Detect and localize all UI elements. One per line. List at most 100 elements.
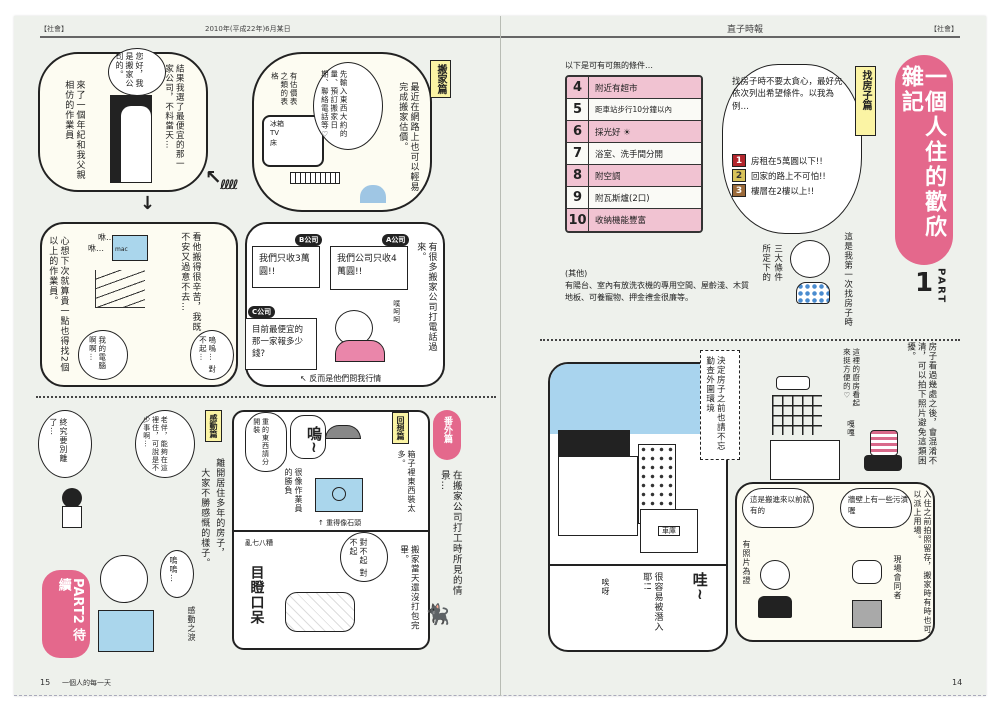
- door-speech-bubble: [108, 48, 166, 96]
- striped-shirt-illustration: [870, 430, 898, 456]
- caption-three-conditions: 三大條件: [772, 244, 783, 282]
- computer-lament-text: 我的電腦 啊啊…: [88, 336, 107, 370]
- narrator-girl-face: [790, 240, 830, 278]
- exterior-note-box: [700, 350, 740, 460]
- polka-dot-skirt-illustration: [796, 282, 830, 304]
- conditions-intro-text: 找房子時不要太貪心，最好先依次列出希望條件。以我為例…: [732, 77, 843, 112]
- sfx-whoosh-2: 咻…: [88, 244, 104, 253]
- cry-bubble: [160, 550, 194, 598]
- screen-label: 有估價表之類的表格: [270, 72, 299, 106]
- sfx-whoosh: 咻…: [98, 233, 114, 242]
- panel3-caption: ↖ 反而是他們問我行情: [300, 374, 382, 383]
- left-header-rule: [40, 36, 500, 38]
- company-a-bubble: 我們公司只收4萬圓!!: [330, 246, 408, 290]
- left-page-number: 15: [40, 678, 51, 687]
- man-trousers-illustration: [852, 600, 882, 628]
- farewell-text: 終究要別離了…: [49, 418, 68, 463]
- pink-shirt-illustration: [335, 340, 385, 362]
- panel5-narration-1: 離開居住多年的房子，: [214, 458, 225, 558]
- inspection-narration: 入住之前拍照留存，搬家時有時也可以派上用場。: [913, 490, 932, 634]
- newspaper-name: 直子時報: [727, 25, 764, 35]
- left-section-tag: 【社會】: [40, 25, 68, 33]
- part-number: 1: [915, 268, 934, 298]
- series-title: 一個人住的歡欣雜記: [895, 55, 953, 265]
- tears-caption: 感動之淚: [187, 606, 196, 642]
- panel3-narration: 有很多搬家公司打電話過來。: [415, 242, 437, 352]
- house-hunting-section-tag: 找房子篇: [855, 66, 876, 136]
- stairs-illustration: [95, 270, 145, 308]
- sorry-text: 嗚嗚… 對不起…: [198, 336, 217, 374]
- black-skirt-illustration: [864, 455, 902, 471]
- tile-wall-illustration: [772, 395, 822, 435]
- man-inspection-bubble: [840, 488, 912, 528]
- box-caption: ↑ 重得像石頭: [318, 519, 362, 527]
- right-section-tag: 【社會】: [930, 25, 958, 33]
- ground-line: [550, 564, 726, 566]
- girl-inspection-text: 這是搬進來以前就有的: [750, 495, 810, 516]
- arrow-down-icon: ↓: [140, 193, 156, 214]
- child-body-illustration: [62, 506, 82, 528]
- crying-face-illustration: [100, 555, 148, 603]
- squiggle-connector-icon: ℓℓℓℓ: [220, 178, 238, 193]
- moving-box-illustration: [98, 610, 154, 652]
- right-tier-divider: [540, 339, 960, 341]
- bonus-section-badge: 番外篇: [433, 410, 461, 460]
- panel6-divider: [232, 530, 430, 532]
- girl-face-illustration: [760, 560, 790, 590]
- caption-decided: 所定下的: [760, 244, 771, 282]
- doorway-illustration: [110, 95, 152, 183]
- stunned-sfx: 目瞪口呆: [248, 565, 265, 625]
- keyboard-illustration: [290, 172, 340, 184]
- child-head-illustration: [62, 488, 82, 508]
- farewell-bubble: [38, 410, 92, 478]
- old-man-bubble: [135, 410, 195, 478]
- left-tier-divider: [36, 396, 496, 398]
- sky-illustration: [550, 364, 726, 434]
- recall-section-tag: 回想篇: [392, 412, 409, 444]
- part-label: PART: [935, 268, 947, 305]
- screen-item-1: 冰箱: [270, 120, 284, 128]
- panel1-narration-right: 結果我選了最便宜的那一家公司，不料當天…: [163, 64, 185, 169]
- photo-proof-caption: 有照片為證: [742, 540, 751, 585]
- panel4-narration-left: 心想下次就算貴一點也得找2個以上的作業員。: [47, 236, 69, 373]
- panel2-narration: 最近在網路上也可以輕易完成搬家估價。: [397, 82, 419, 192]
- right-header-rule: [501, 36, 960, 38]
- exterior-sfx-wow: 哇~: [690, 572, 709, 602]
- screen-item-3: 床: [270, 138, 277, 147]
- panel4-narration-right: 看他搬得很辛苦，我既不安又過意不去…: [179, 232, 201, 332]
- sorry-sorry-text: 對不起 對不起: [349, 538, 368, 578]
- character-back-illustration: [360, 185, 386, 203]
- clutter-illustration: [285, 592, 355, 632]
- company-a-label: A公司: [382, 234, 410, 246]
- roof-illustration: [558, 430, 630, 456]
- box-narration: 箱子裡東西裝太多。: [397, 450, 416, 513]
- optional-list-intro: 以下是可有可無的條件…: [565, 61, 653, 70]
- house-illustration: [558, 456, 638, 536]
- kitchen-caption: 這裡的廚房看起來挺方便的♡: [842, 348, 861, 408]
- man-glasses-face-illustration: [852, 560, 882, 584]
- mess-sfx: 亂七八糟: [245, 539, 273, 547]
- moving-section-tag: 搬家篇: [430, 60, 451, 98]
- left-date-line: 2010年(平成22年)6月某日: [205, 25, 291, 33]
- hardhat-illustration: [325, 425, 361, 439]
- crown-2-icon: 2: [732, 169, 746, 182]
- other-label: (其他): [565, 269, 588, 278]
- other-conditions-text: 有陽台、室內有放洗衣機的專用空間、屋齡淺、木質地板、可養寵物、押金禮金很廉等。: [565, 281, 749, 303]
- thought-bubble-text: 先輸入東西大約的量、預訂搬家日期、聯絡電話等♡: [320, 70, 349, 140]
- air-conditioner-illustration: [776, 376, 810, 390]
- computer-lament-bubble: [78, 330, 128, 380]
- screen-item-2: TV: [270, 129, 280, 138]
- exterior-caption: 很容易被潛入耶!!: [641, 572, 663, 632]
- kitchen-counter-illustration: [770, 440, 840, 480]
- caption-first-time: 這是我第一次找房子時: [842, 232, 853, 327]
- crown-3-icon: 3: [732, 184, 746, 197]
- emotional-section-tag: 感動篇: [205, 410, 222, 442]
- crown-1-icon: 1: [732, 154, 746, 167]
- sfx-wuu: 嗚~: [290, 415, 326, 459]
